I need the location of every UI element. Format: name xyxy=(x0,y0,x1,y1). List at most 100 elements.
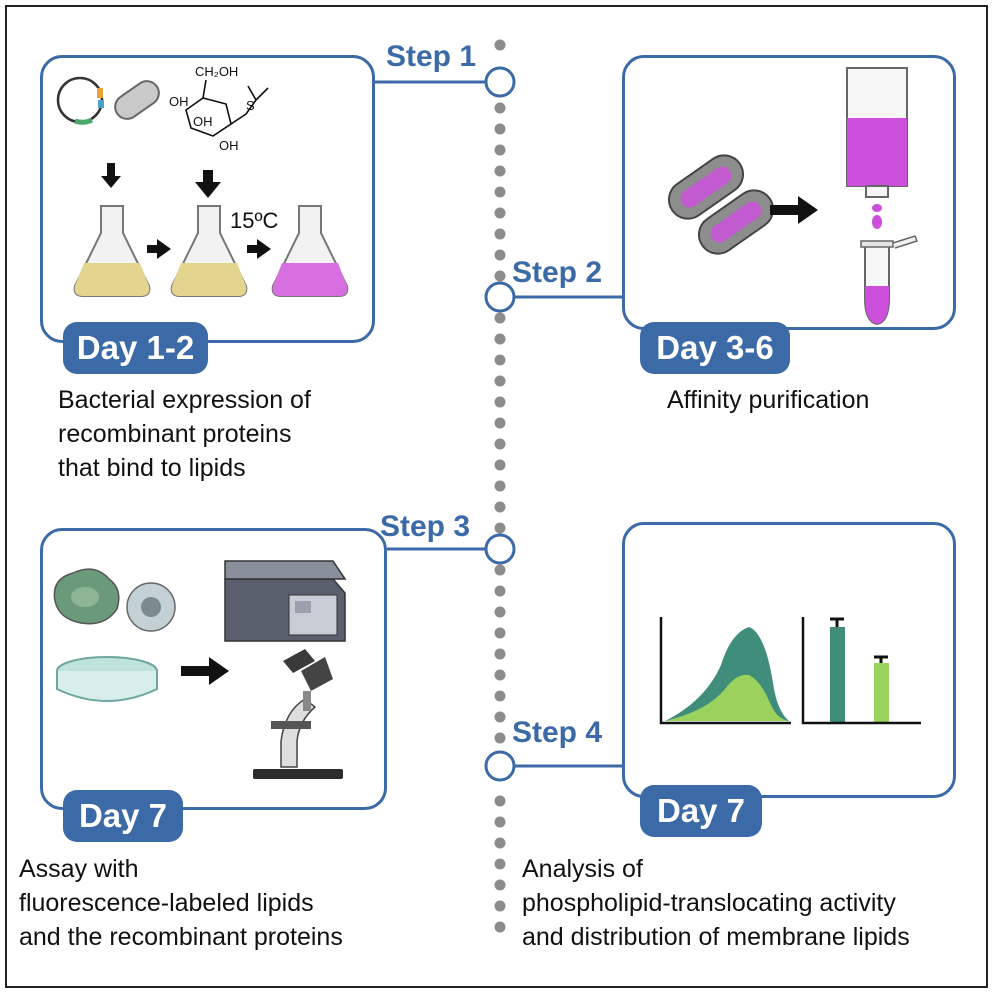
petri-dish-icon xyxy=(56,656,158,702)
cell-icon xyxy=(126,582,176,632)
timeline-dot xyxy=(494,375,506,387)
description-line: phospholipid-translocating activity xyxy=(522,889,896,917)
purification-illustration xyxy=(667,67,918,326)
description-line: fluorescence-labeled lipids xyxy=(19,889,314,917)
analysis-description: Analysis of phospholipid-translocating a… xyxy=(522,852,910,954)
timeline-dot xyxy=(494,207,506,219)
tube-icon xyxy=(860,235,918,326)
timeline-dot xyxy=(494,102,506,114)
timeline-dot xyxy=(494,396,506,408)
step3-label: Step 3 xyxy=(380,510,471,543)
bacterium-icon xyxy=(114,80,160,120)
right-arrow-icon xyxy=(147,239,171,259)
day-badge-2: Day 3-6 xyxy=(640,322,790,374)
timeline-dot xyxy=(494,249,506,261)
temperature-label: 15ºC xyxy=(230,208,279,233)
step1-marker xyxy=(484,66,516,98)
timeline-dot xyxy=(494,480,506,492)
day-badge-4: Day 7 xyxy=(640,785,762,837)
timeline-dot xyxy=(494,858,506,870)
step4-label: Step 4 xyxy=(512,716,603,749)
step4-marker xyxy=(484,750,516,782)
timeline-dot xyxy=(494,39,506,51)
timeline-dot xyxy=(494,627,506,639)
chem-s: S xyxy=(246,98,255,113)
down-arrow-icon xyxy=(101,163,121,188)
timeline-dot xyxy=(494,606,506,618)
chem-oh-1: OH xyxy=(169,94,189,109)
expression-panel: CH₂OH OH OH OH S 15ºC xyxy=(40,55,375,343)
plasmid-icon xyxy=(56,76,104,125)
timeline-dot xyxy=(494,186,506,198)
timeline-dot xyxy=(494,837,506,849)
step3-marker xyxy=(484,533,516,565)
timeline-dot xyxy=(494,711,506,723)
bacterium-icon xyxy=(697,189,775,255)
timeline-dot xyxy=(494,417,506,429)
analysis-illustration xyxy=(659,617,921,725)
bacterium-icon xyxy=(667,154,745,220)
description-line: recombinant proteins xyxy=(58,420,292,448)
description-line: that bind to lipids xyxy=(58,454,246,482)
day-badge-1: Day 1-2 xyxy=(63,322,208,374)
timeline-dot xyxy=(494,144,506,156)
timeline-dot xyxy=(494,501,506,513)
description-line: Assay with xyxy=(19,855,139,883)
purification-description: Affinity purification xyxy=(667,383,869,417)
timeline-dot xyxy=(494,585,506,597)
step1-label: Step 1 xyxy=(386,40,477,73)
day-badge-3: Day 7 xyxy=(63,790,183,842)
right-arrow-icon xyxy=(770,196,818,224)
timeline-dot xyxy=(494,690,506,702)
flask-magenta-icon xyxy=(271,205,349,297)
timeline-dot xyxy=(494,123,506,135)
column-icon xyxy=(846,67,908,229)
flask-yellow-icon xyxy=(73,205,151,297)
flow-cytometer-icon xyxy=(224,560,347,642)
timeline-dot xyxy=(494,270,506,282)
microscope-icon xyxy=(253,649,343,779)
timeline-dot xyxy=(494,648,506,660)
bar-plot-icon xyxy=(801,617,921,725)
step2-label: Step 2 xyxy=(512,256,603,289)
timeline-dot xyxy=(494,669,506,681)
timeline-dot xyxy=(494,438,506,450)
analysis-panel xyxy=(622,522,956,798)
description-line: Bacterial expression of xyxy=(58,386,311,414)
step2-marker xyxy=(484,281,516,313)
timeline-dot xyxy=(494,879,506,891)
flask-yellow-icon xyxy=(170,205,248,297)
description-line: and the recombinant proteins xyxy=(19,923,343,951)
chem-oh-2: OH xyxy=(193,114,213,129)
iptg-structure-icon xyxy=(185,79,269,137)
distribution-plot-icon xyxy=(659,617,791,725)
down-arrow-icon xyxy=(195,170,221,198)
expression-description: Bacterial expression of recombinant prot… xyxy=(58,383,311,485)
timeline-dot xyxy=(494,900,506,912)
purification-panel xyxy=(622,55,956,330)
right-arrow-icon xyxy=(181,657,229,685)
timeline-dot xyxy=(494,921,506,933)
timeline-dot xyxy=(494,732,506,744)
timeline-dot xyxy=(494,165,506,177)
figure-frame xyxy=(5,5,988,988)
timeline-dot xyxy=(494,522,506,534)
timeline-dots xyxy=(494,39,506,933)
description-line: Analysis of xyxy=(522,855,643,883)
chem-ch2oh: CH₂OH xyxy=(195,64,238,79)
timeline-dot xyxy=(494,354,506,366)
cell-icon xyxy=(53,568,120,625)
timeline-dot xyxy=(494,228,506,240)
chem-oh-3: OH xyxy=(219,138,239,153)
assay-panel xyxy=(40,528,387,810)
assay-description: Assay with fluorescence-labeled lipids a… xyxy=(19,852,343,954)
timeline-dot xyxy=(494,564,506,576)
timeline-dot xyxy=(494,459,506,471)
timeline-dot xyxy=(494,816,506,828)
right-arrow-icon xyxy=(247,239,271,259)
description-line: and distribution of membrane lipids xyxy=(522,923,910,951)
timeline-dot xyxy=(494,312,506,324)
timeline-dot xyxy=(494,333,506,345)
assay-illustration xyxy=(53,560,347,779)
